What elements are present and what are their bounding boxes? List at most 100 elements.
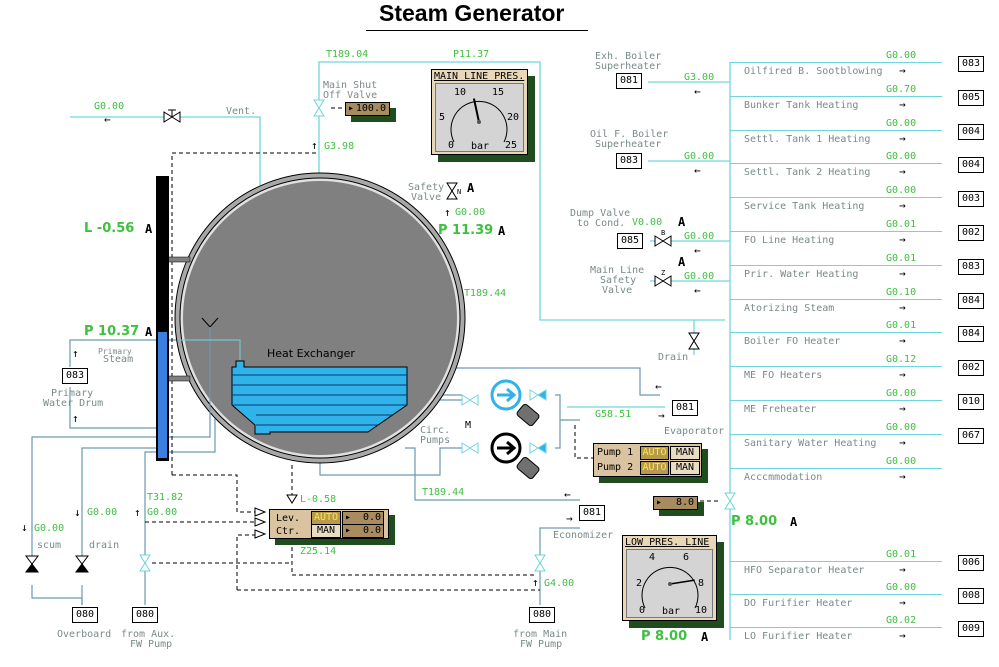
safety-valve-flow: G0.00 [455, 207, 486, 218]
consumer-tag[interactable]: 005 [958, 89, 985, 106]
economizer-feed-valve[interactable] [532, 553, 548, 573]
circ-pump-2[interactable] [490, 432, 522, 464]
consumer-tag[interactable]: 008 [958, 588, 985, 604]
consumer-tag[interactable]: 003 [958, 191, 985, 208]
level-controller-auto-button[interactable]: AUTO [311, 511, 341, 525]
consumer-flow: G0.00 [886, 117, 917, 129]
bottom-drain-valve[interactable] [72, 553, 92, 575]
reducing-valve-setpoint[interactable]: ▸8.0 [653, 496, 698, 510]
mls-label-3: Valve [602, 285, 633, 296]
pump-1-man-button[interactable]: MAN [670, 446, 700, 460]
gauge-tick: 8 [698, 578, 705, 589]
heat-exchanger-label: Heat Exchanger [267, 347, 355, 360]
consumer-pipe [730, 163, 942, 165]
consumer-tag[interactable]: 004 [958, 123, 985, 140]
aux-fw-valve[interactable] [138, 553, 154, 573]
flow-arrow-left-icon: ← [694, 164, 701, 177]
evaporator-tag[interactable]: 081 [672, 400, 699, 416]
flow-arrow-left-icon: ← [104, 113, 111, 126]
gauge-tick: 0 [639, 605, 646, 616]
play-triangle-icon: ▸ [348, 103, 355, 114]
page-title: Steam Generator [379, 0, 565, 26]
play-triangle-icon: ▸ [345, 512, 352, 523]
level-controller-man-button[interactable]: MAN [311, 524, 341, 538]
overboard-tag[interactable]: 080 [72, 607, 99, 623]
main-line-pressure-gauge: MAIN LINE PRES. 0 5 10 15 20 25 bar [431, 69, 528, 155]
consumer-tag[interactable]: 084 [958, 326, 985, 343]
pump-1-label: Pump 1 [597, 447, 634, 458]
main-fw-pump-tag[interactable]: 080 [529, 607, 556, 623]
vent-valve[interactable] [162, 104, 182, 122]
scum-valve[interactable] [22, 553, 42, 575]
low-line-mode: A [701, 630, 709, 644]
level-controller-panel: Lev. AUTO ▸0.0 Ctr. MAN ▸0.0 [269, 509, 389, 539]
pump-2-man-button[interactable]: MAN [670, 461, 700, 475]
consumer-tag[interactable]: 009 [958, 621, 985, 637]
gauge-tick: 10 [454, 87, 467, 98]
gauge-tick: 25 [505, 140, 518, 151]
consumer-pipe [730, 433, 942, 435]
reducing-valve[interactable] [722, 491, 738, 511]
drain-valve[interactable] [685, 330, 703, 352]
flow-arrow-right-icon: → [899, 199, 906, 213]
consumer-tag[interactable]: 084 [958, 292, 985, 309]
consumer-tag[interactable]: 010 [958, 394, 985, 410]
consumer-tag[interactable]: 083 [958, 258, 985, 275]
drum-temp: T189.44 [464, 288, 507, 299]
economizer-tag[interactable]: 081 [579, 505, 606, 521]
consumer-name: ME FO Heaters [744, 370, 823, 382]
aux-fw-label-2: FW Pump [130, 639, 173, 650]
level-controller-label: Ctr. [276, 526, 301, 537]
consumer-pipe [730, 264, 942, 266]
primary-pressure: P 10.37 [84, 324, 140, 339]
level-controller-value-2[interactable]: ▸0.0 [342, 524, 384, 538]
aux-fw-pump-tag[interactable]: 080 [132, 607, 159, 623]
flow-arrow-right-icon: → [899, 435, 906, 449]
consumer-tag[interactable]: 002 [958, 225, 985, 241]
consumer-pipe [730, 62, 942, 63]
consumer-name: Prir. Water Heating [744, 268, 859, 280]
exh-boiler-tag[interactable]: 081 [616, 73, 643, 89]
dump-valve-tag[interactable]: 085 [617, 233, 644, 249]
consumer-name: Settl. Tank 1 Heating [744, 133, 871, 145]
consumer-tag[interactable]: 067 [958, 427, 985, 444]
pump-1-auto-button[interactable]: AUTO [640, 446, 669, 460]
consumer-flow: G0.00 [886, 151, 917, 163]
dump-valve-label-1: Dump Valve [570, 208, 631, 219]
gauge-unit: bar [662, 606, 681, 617]
low-gauge-needle [669, 579, 695, 585]
level-controller-value-1[interactable]: ▸0.0 [342, 511, 384, 525]
gauge-tick: 20 [507, 112, 520, 123]
consumer-name: DO Furifier Heater [744, 598, 853, 609]
pump-mode-panel: Pump 1 AUTO MAN Pump 2 AUTO MAN [593, 443, 702, 477]
consumer-tag[interactable]: 002 [958, 360, 985, 377]
control-valves [139, 99, 736, 572]
consumer-pipe [730, 366, 942, 368]
gauge-tick: 5 [439, 112, 446, 123]
consumer-tag[interactable]: 083 [958, 56, 985, 72]
main-gauge-dial [450, 98, 508, 143]
flow-arrow-right-icon: → [899, 469, 906, 483]
primary-drum-tag[interactable]: 083 [62, 368, 89, 384]
gauge-tick: 0 [448, 140, 455, 151]
oil-boiler-tag[interactable]: 083 [616, 153, 643, 169]
consumer-name: ME Freheater [744, 404, 817, 415]
gauge-tick: 6 [683, 552, 690, 563]
main-shutoff-flow: G3.98 [324, 141, 355, 152]
consumer-tag[interactable]: 006 [958, 555, 985, 571]
consumer-name: Oilfired B. Sootblowing [744, 66, 883, 77]
main-shutoff-setpoint[interactable]: ▸100.0 [345, 102, 390, 116]
flow-arrow-up-icon: ↑ [532, 576, 539, 589]
flow-arrow-right-icon: → [899, 97, 906, 111]
pump-2-auto-button[interactable]: AUTO [640, 461, 669, 475]
controller-z-value: Z25.14 [300, 546, 337, 557]
main-shutoff-valve[interactable] [312, 98, 328, 118]
circ-pump-1[interactable] [490, 380, 522, 412]
mls-label-1: Main Line [590, 265, 645, 276]
safety-valve-label-1: Safety [408, 182, 445, 193]
consumer-tag[interactable]: 004 [958, 157, 985, 174]
gauge-unit: bar [471, 141, 490, 152]
scum-flow: G0.00 [34, 523, 65, 534]
flow-arrow-up-icon: ↑ [134, 506, 141, 519]
